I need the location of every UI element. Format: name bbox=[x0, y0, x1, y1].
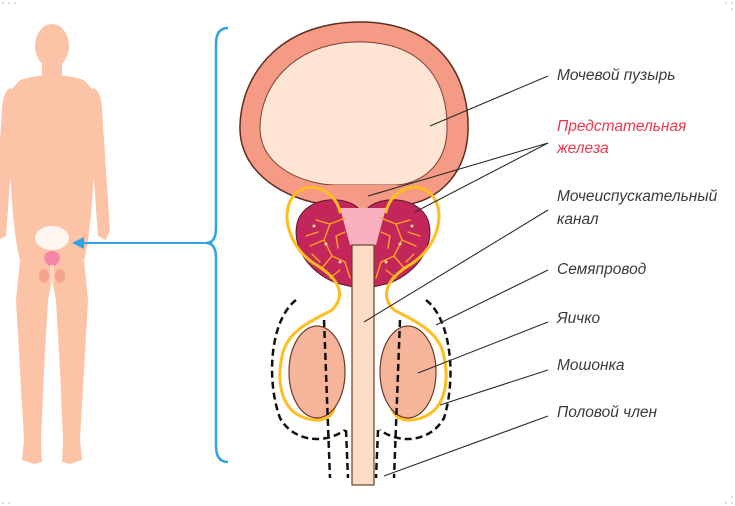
prostate-gland bbox=[295, 199, 431, 288]
label-prostate-line2: железа bbox=[557, 140, 609, 157]
testicles bbox=[288, 325, 437, 419]
leader-lines bbox=[363, 75, 549, 477]
urethra bbox=[351, 244, 375, 486]
label-scrotum: Мошонка bbox=[557, 357, 625, 374]
label-testicle: Яичко bbox=[557, 310, 601, 327]
vas-deferens bbox=[278, 185, 448, 422]
label-vas-deferens: Семяпровод bbox=[557, 261, 647, 278]
label-bladder: Мочевой пузырь bbox=[557, 67, 676, 84]
label-penis: Половой член bbox=[557, 404, 658, 421]
silhouette-organs-icon bbox=[35, 226, 69, 283]
pointer-arrow bbox=[72, 237, 212, 249]
scrotum bbox=[270, 299, 452, 479]
bladder bbox=[239, 21, 469, 212]
label-urethra-line1: Мочеиспускательный bbox=[557, 188, 718, 205]
bracket bbox=[205, 26, 229, 464]
label-prostate-line1: Предстательная bbox=[557, 118, 687, 135]
label-urethra-line2: канал bbox=[557, 211, 599, 228]
